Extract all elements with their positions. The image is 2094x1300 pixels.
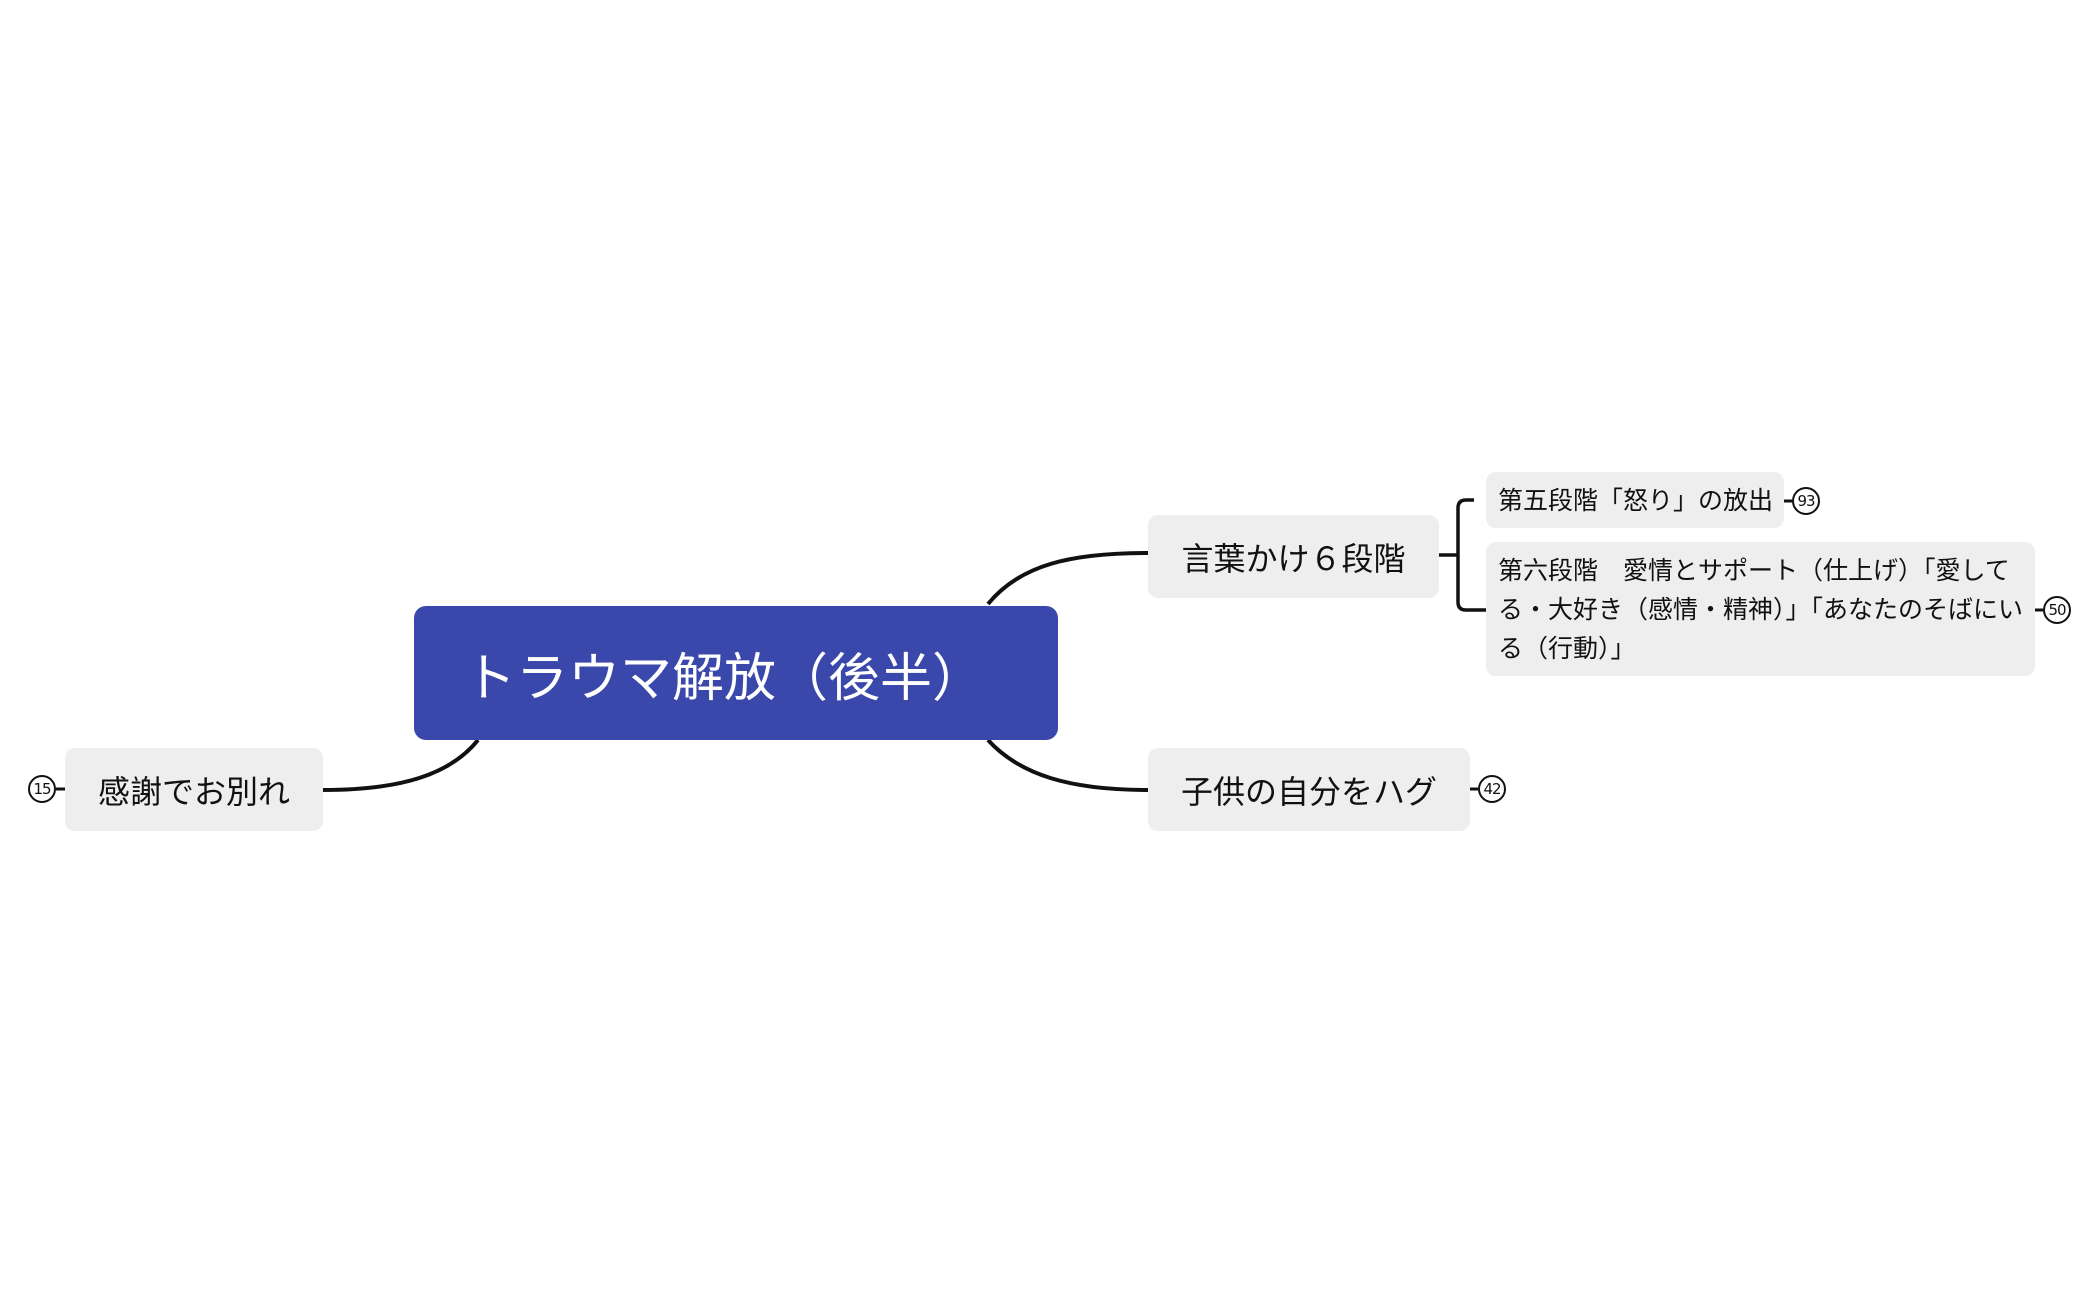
badge-count: 93 <box>1797 492 1815 510</box>
link-root-kodomo <box>986 738 1149 792</box>
root-topic[interactable]: トラウマ解放（後半） <box>414 606 1058 740</box>
link-root-kansha <box>322 738 480 792</box>
topic-farewell-gratitude-label: 感謝でお別れ <box>97 772 290 811</box>
topic-hug-inner-child-label: 子供の自分をハグ <box>1180 772 1437 811</box>
root-topic-label: トラウマ解放（後半） <box>464 648 985 709</box>
collapsed-count-badge[interactable]: 50 <box>2043 596 2071 624</box>
subtopic-step-six[interactable]: 第六段階 愛情とサポート（仕上げ）「愛してる・大好き（感情・精神）」「あなたのそ… <box>1486 542 2035 676</box>
topic-kotoba-label: 言葉かけ６段階 <box>1181 539 1406 578</box>
badge-count: 50 <box>2048 601 2066 619</box>
badge-count: 15 <box>33 780 51 798</box>
topic-hug-inner-child[interactable]: 子供の自分をハグ <box>1148 748 1470 831</box>
badge-count: 42 <box>1483 780 1501 798</box>
collapsed-count-badge[interactable]: 15 <box>28 775 56 803</box>
link-root-kotoba <box>986 551 1149 606</box>
topic-farewell-gratitude[interactable]: 感謝でお別れ <box>65 748 323 831</box>
topic-kotoba-6-steps[interactable]: 言葉かけ６段階 <box>1148 515 1439 598</box>
bracket-kotoba-children <box>1439 498 1486 612</box>
collapsed-count-badge[interactable]: 42 <box>1478 775 1506 803</box>
subtopic-step-five[interactable]: 第五段階「怒り」の放出 <box>1486 472 1784 528</box>
subtopic-step-six-label: 第六段階 愛情とサポート（仕上げ）「愛してる・大好き（感情・精神）」「あなたのそ… <box>1498 556 2024 663</box>
collapsed-count-badge[interactable]: 93 <box>1792 487 1820 515</box>
subtopic-step-five-label: 第五段階「怒り」の放出 <box>1498 485 1774 515</box>
